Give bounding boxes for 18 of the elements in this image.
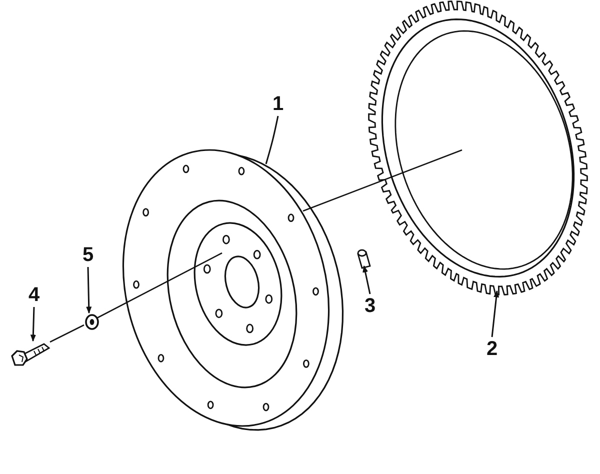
leader-arrow	[86, 266, 92, 314]
washer-drawing	[85, 314, 99, 330]
bolt-drawing	[11, 343, 50, 366]
leader-arrow	[30, 306, 36, 342]
callout-number: 5	[79, 244, 97, 266]
callout-number: 3	[361, 295, 379, 317]
ring-gear-drawing	[368, 0, 588, 296]
dowel-pin-drawing	[357, 249, 371, 269]
leader-arrow	[362, 265, 371, 294]
callout-number: 1	[269, 93, 287, 115]
leader-arrow	[491, 290, 500, 338]
callout-number: 2	[483, 338, 501, 360]
center-line	[302, 149, 462, 212]
center-line	[50, 324, 84, 343]
callout-number: 4	[25, 284, 43, 306]
flywheel-drawing	[122, 149, 344, 431]
leader-line	[265, 116, 279, 164]
center-line	[96, 252, 222, 319]
